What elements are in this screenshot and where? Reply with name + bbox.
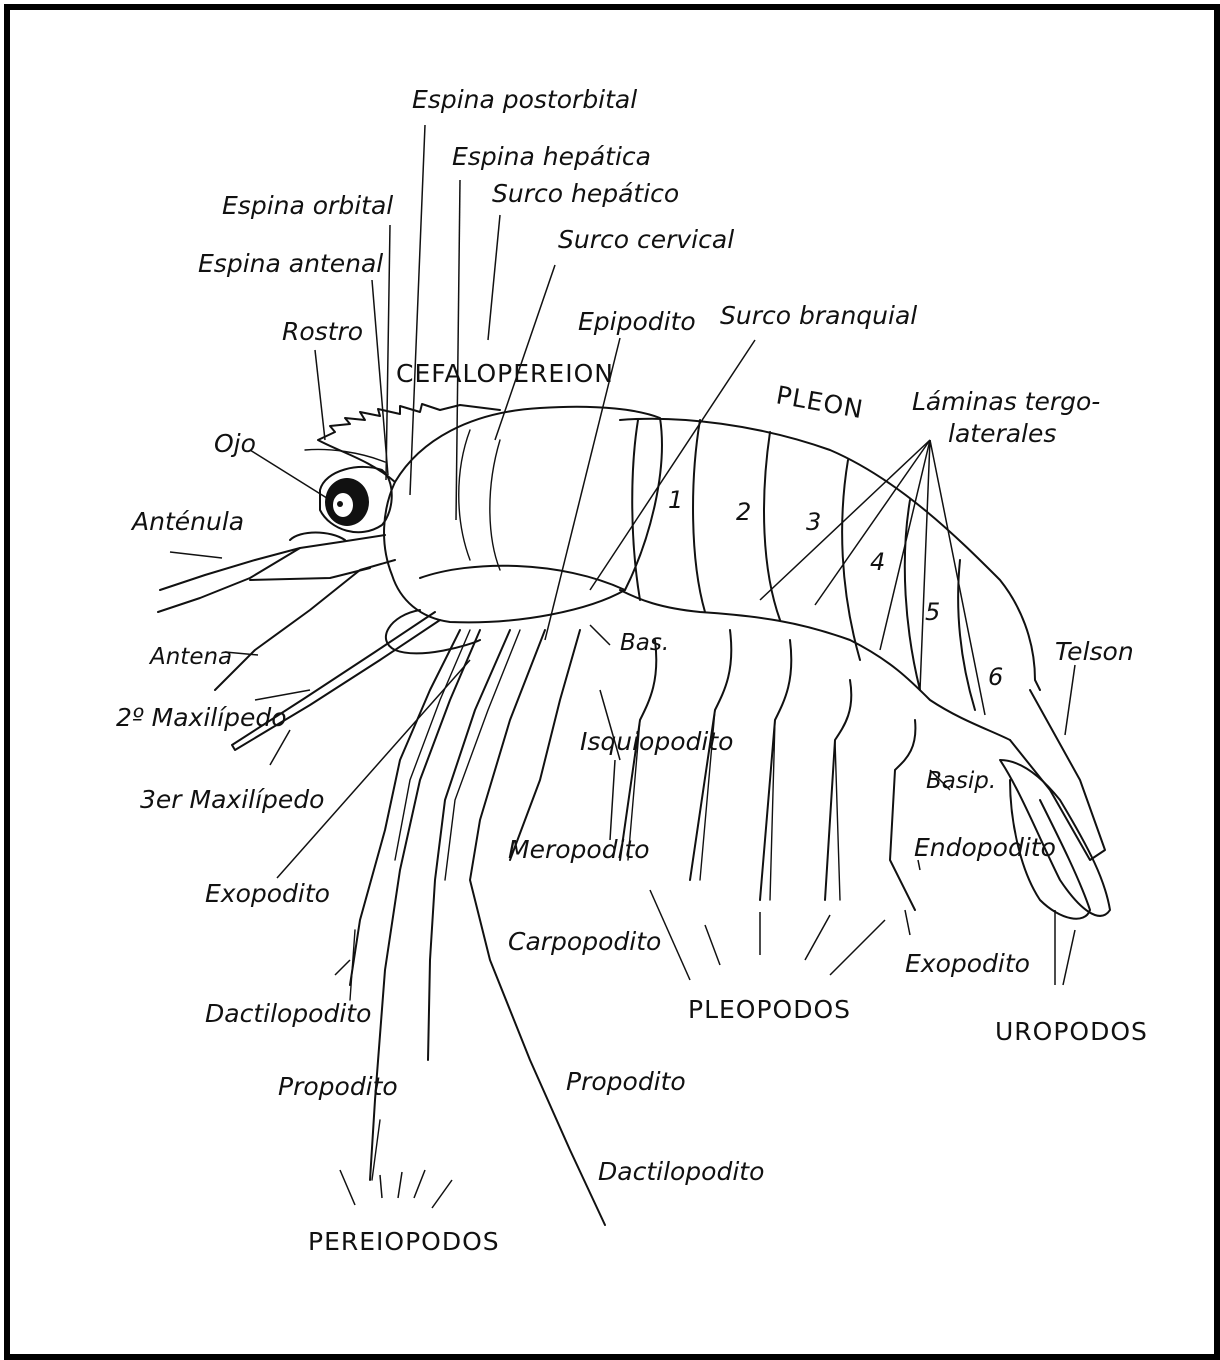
label-bas: Bas. bbox=[620, 630, 669, 656]
label-basip: Basip. bbox=[926, 768, 996, 794]
pleon-outline bbox=[620, 419, 1040, 690]
label-ojo: Ojo bbox=[214, 429, 256, 458]
label-dactilopodito-left: Dactilopodito bbox=[205, 999, 371, 1028]
segment-number: 3 bbox=[806, 508, 821, 536]
antennule bbox=[160, 535, 385, 590]
label-maxilipedo-3: 3er Maxilípedo bbox=[140, 785, 324, 814]
segment-number: 2 bbox=[736, 498, 751, 526]
label-propodito-right: Propodito bbox=[566, 1067, 686, 1096]
label-espina-orbital: Espina orbital bbox=[222, 191, 393, 220]
label-antena: Antena bbox=[148, 644, 232, 670]
leader-lines bbox=[170, 125, 1075, 1208]
label-laminas-2: laterales bbox=[948, 419, 1056, 448]
label-cefalopereion: CEFALOPEREION bbox=[396, 359, 614, 388]
segment-number: 5 bbox=[925, 598, 940, 626]
label-exopodito-left: Exopodito bbox=[205, 879, 330, 908]
label-pleopodos: PLEOPODOS bbox=[688, 995, 851, 1024]
label-maxilipedo-2: 2º Maxilípedo bbox=[116, 703, 287, 732]
label-exopodito-right: Exopodito bbox=[905, 949, 1030, 978]
label-telson: Telson bbox=[1055, 637, 1134, 666]
segment-number: 6 bbox=[988, 663, 1003, 691]
label-uropodos: UROPODOS bbox=[995, 1017, 1148, 1046]
label-surco-cervical: Surco cervical bbox=[558, 225, 734, 254]
shrimp-drawing bbox=[158, 404, 1110, 1225]
label-antenula: Anténula bbox=[130, 507, 244, 536]
label-surco-branquial: Surco branquial bbox=[720, 301, 917, 330]
label-espina-antenal: Espina antenal bbox=[198, 249, 383, 278]
carapace-lower bbox=[420, 566, 625, 590]
label-espina-hepatica: Espina hepática bbox=[452, 142, 651, 171]
segment-number: 1 bbox=[668, 486, 683, 514]
label-pleon: PLEON bbox=[774, 380, 866, 424]
pleopods bbox=[620, 630, 915, 910]
label-meropodito: Meropodito bbox=[508, 835, 650, 864]
label-espina-postorbital: Espina postorbital bbox=[412, 85, 637, 114]
label-epipodito: Epipodito bbox=[578, 307, 696, 336]
label-dactilopodito-right: Dactilopodito bbox=[598, 1157, 764, 1186]
label-rostro: Rostro bbox=[282, 317, 363, 346]
eye bbox=[320, 467, 392, 532]
label-endopodito: Endopodito bbox=[914, 833, 1056, 862]
label-pereiopodos: PEREIOPODOS bbox=[308, 1227, 500, 1256]
label-propodito-left: Propodito bbox=[278, 1072, 398, 1101]
label-isquiopodito: Isquiopodito bbox=[580, 727, 733, 756]
label-carpopodito: Carpopodito bbox=[508, 927, 661, 956]
segment-number: 4 bbox=[870, 548, 885, 576]
segment-numbers: 1 2 3 4 5 6 bbox=[668, 486, 1003, 691]
label-surco-hepatico: Surco hepático bbox=[492, 179, 679, 208]
label-laminas-1: Láminas tergo- bbox=[912, 387, 1100, 416]
